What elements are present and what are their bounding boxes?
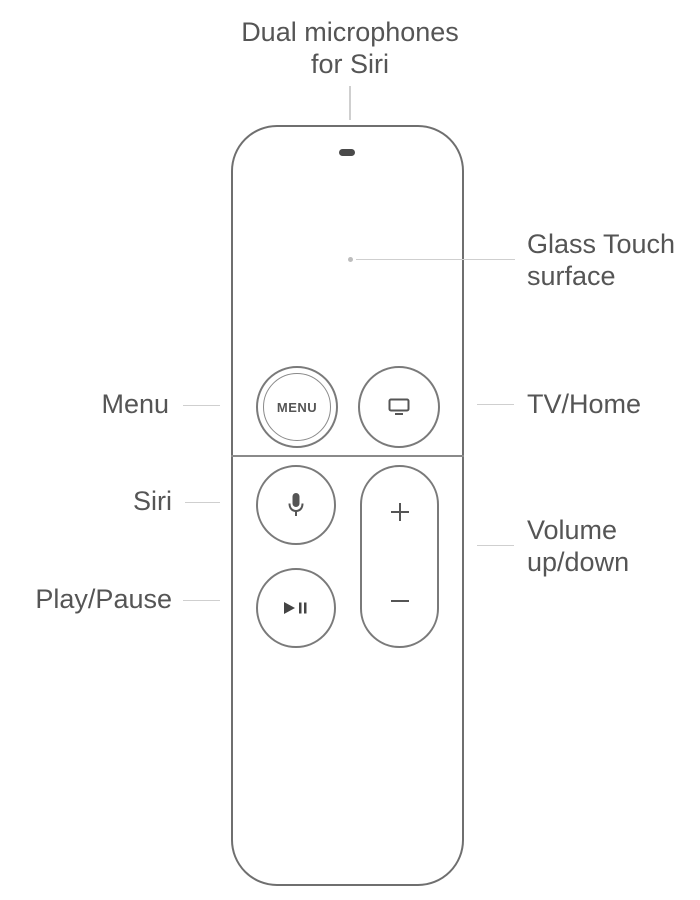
siri-button[interactable] [256,465,336,545]
volume-up-button[interactable] [362,467,437,557]
volume-label: Volume up/down [527,514,629,578]
microphones-label-line-1: Dual microphones [241,17,459,47]
microphone-icon [287,492,305,518]
volume-down-button[interactable] [362,557,437,647]
microphones-label: Dual microphones for Siri [208,16,492,80]
menu-leader [183,405,220,406]
touch-surface-label-line-1: Glass Touch [527,229,676,259]
volume-rocker [360,465,439,648]
plus-icon [389,501,411,523]
siri-leader [185,502,220,503]
touch-surface-label-line-2: surface [527,261,616,291]
minus-icon [389,590,411,612]
siri-label: Siri [133,486,172,516]
touch-surface-label: Glass Touch surface [527,228,675,292]
menu-label: Menu [101,389,169,419]
tv-home-button[interactable] [358,366,440,448]
touch-surface-divider [231,455,464,457]
play-pause-label: Play/Pause [35,584,172,614]
microphones-label-line-2: for Siri [310,49,389,79]
menu-button-ring: MENU [263,373,331,441]
play-pause-leader [183,600,220,601]
play-pause-icon [282,600,310,616]
microphones-leader [349,86,351,120]
tv-home-label: TV/Home [527,389,642,419]
touch-surface-leader [356,259,515,260]
volume-label-line-1: Volume [527,515,618,545]
touch-surface-point [348,257,353,262]
menu-button-label: MENU [276,399,318,415]
tv-home-leader [477,404,514,405]
microphone-slot [339,149,355,156]
menu-button[interactable]: MENU [256,366,338,448]
play-pause-button[interactable] [256,568,336,648]
volume-leader [477,545,514,546]
volume-label-line-2: up/down [527,547,630,577]
tv-screen-icon [388,398,410,416]
